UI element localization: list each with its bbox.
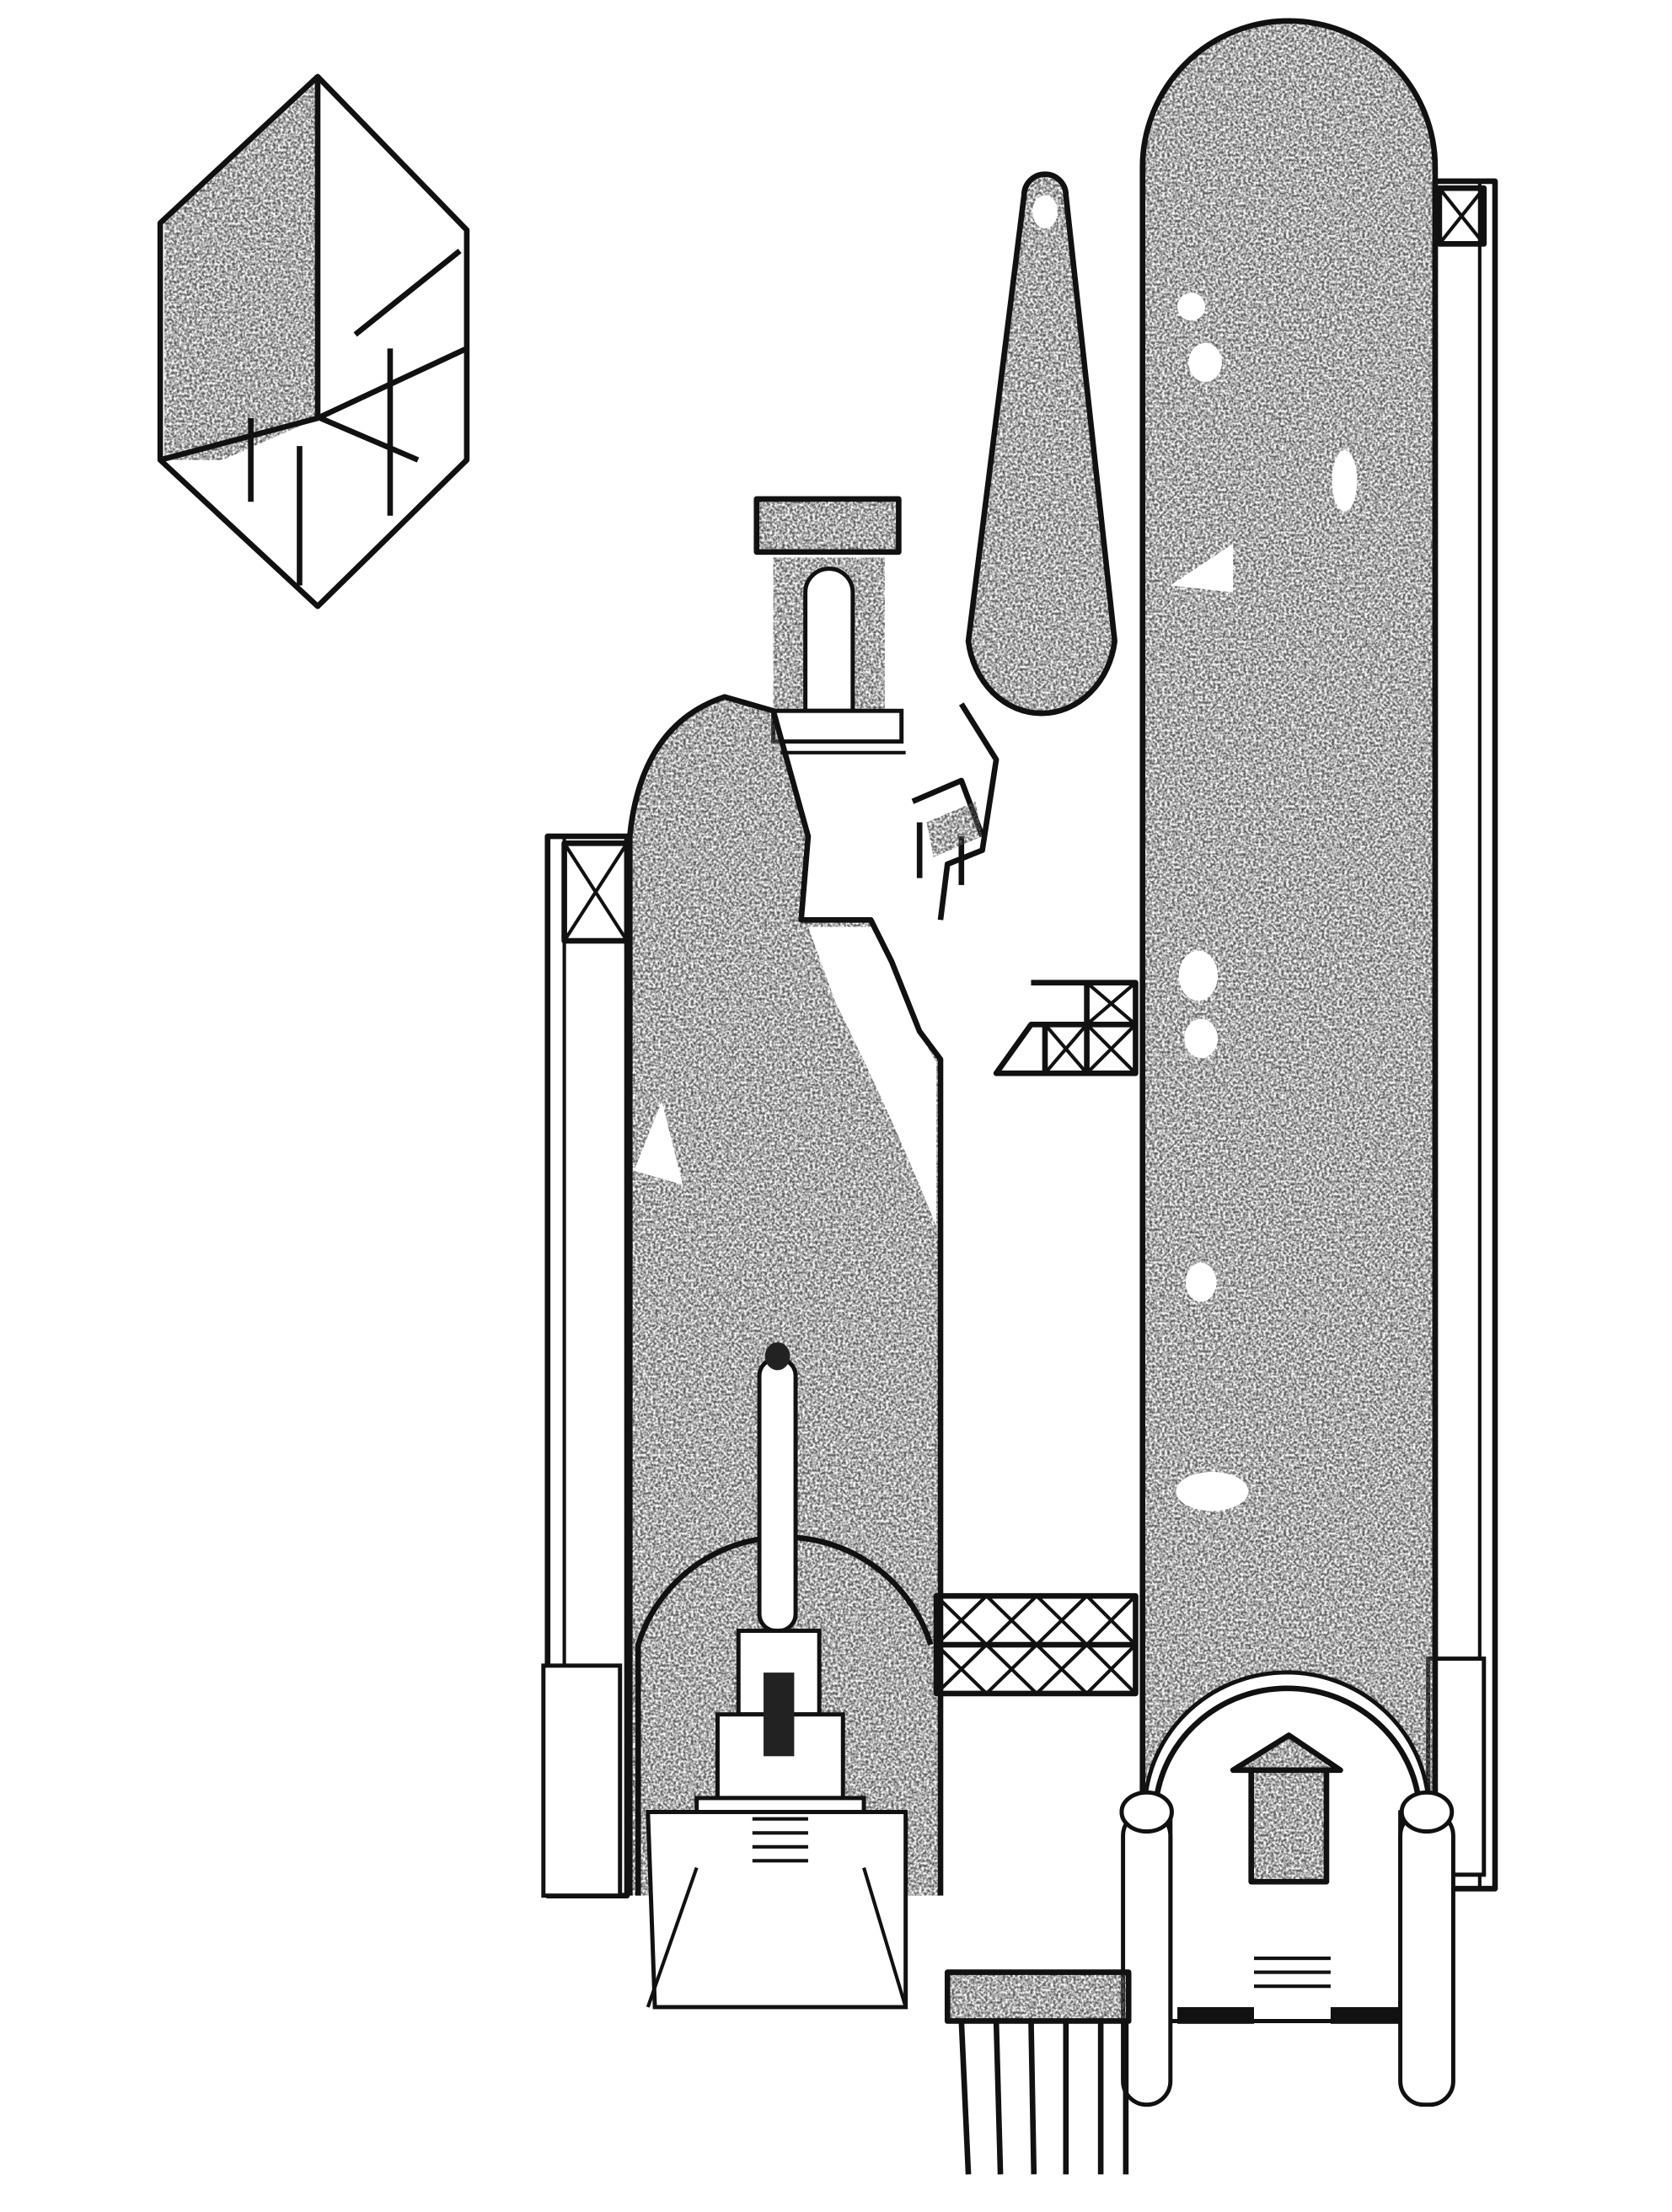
left-scaffold bbox=[541, 833, 630, 1898]
small-truss bbox=[993, 980, 1139, 1076]
broken-fragment bbox=[911, 702, 999, 921]
tall-rounded-tower bbox=[1139, 18, 1439, 1798]
small-temple bbox=[753, 496, 906, 754]
comb-structure bbox=[944, 1969, 1132, 2175]
right-scaffold bbox=[1426, 178, 1498, 1892]
left-stairs bbox=[541, 1663, 623, 1898]
altar-column bbox=[646, 1342, 908, 2010]
isometric-cube bbox=[157, 73, 470, 609]
truss-bridge bbox=[933, 1592, 1139, 1697]
obelisk bbox=[965, 171, 1117, 717]
ruined-tower bbox=[627, 694, 944, 1896]
arched-gateway bbox=[1119, 1670, 1455, 2107]
